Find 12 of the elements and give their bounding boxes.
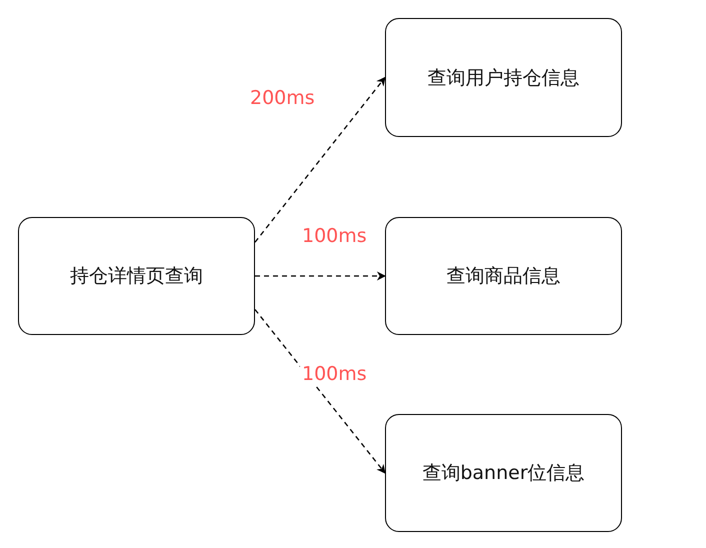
process-box [18, 217, 255, 335]
box-label: 查询banner位信息 [422, 461, 585, 486]
box-label: 查询商品信息 [446, 264, 560, 289]
box-label: 查询用户持仓信息 [428, 66, 580, 90]
box-label: 持仓详情页查询 [70, 264, 203, 289]
process-box [385, 217, 622, 335]
process-box [385, 18, 622, 137]
dashed-arrow [255, 272, 386, 280]
dashed-arrow [254, 76, 386, 243]
process-box [385, 414, 622, 532]
dashed-arrow [254, 309, 386, 474]
edge-label: 100ms [300, 363, 369, 385]
